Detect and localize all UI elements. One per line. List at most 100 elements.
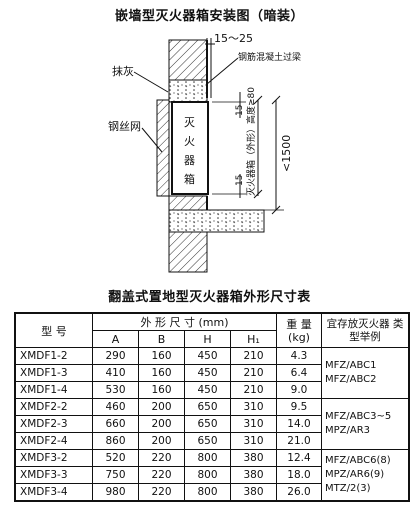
cell-a: 520 xyxy=(92,449,139,467)
cell-weight: 14.0 xyxy=(276,415,322,433)
cell-b: 220 xyxy=(138,466,185,484)
cell-a: 980 xyxy=(92,483,139,502)
cell-b: 160 xyxy=(138,381,185,399)
example-group-3: MFZ/ABC6(8) MPZ/AR6(9) MTZ/2(3) xyxy=(321,449,410,502)
cell-model: XMDF3-2 xyxy=(14,449,93,467)
cell-a: 460 xyxy=(92,398,139,416)
cell-a: 860 xyxy=(92,432,139,450)
col-b: B xyxy=(138,330,185,348)
cell-model: XMDF2-2 xyxy=(14,398,93,416)
mesh-label: 钢丝网 xyxy=(108,120,141,133)
cell-h1: 210 xyxy=(230,364,277,382)
cell-h: 800 xyxy=(184,449,231,467)
cell-h1: 380 xyxy=(230,449,277,467)
cell-weight: 6.4 xyxy=(276,364,322,382)
cell-b: 160 xyxy=(138,364,185,382)
beam-label: 钢筋混凝土过梁 xyxy=(238,51,301,63)
cell-a: 530 xyxy=(92,381,139,399)
cell-a: 750 xyxy=(92,466,139,484)
table-row: XMDF3-2 520 220 800 380 12.4 MFZ/ABC6(8)… xyxy=(14,449,410,502)
box-char-4: 箱 xyxy=(184,172,195,186)
col-example: 宜存放灭火器 类型举例 xyxy=(321,312,410,348)
table-row: XMDF1-2 290 160 450 210 4.3 MFZ/ABC1 MFZ… xyxy=(14,347,410,399)
cell-h1: 210 xyxy=(230,381,277,399)
cell-b: 200 xyxy=(138,415,185,433)
cell-model: XMDF1-4 xyxy=(14,381,93,399)
table-row: XMDF1-3 410 160 450 210 6.4 xyxy=(14,364,409,382)
col-a: A xyxy=(92,330,139,348)
cell-b: 220 xyxy=(138,483,185,502)
table-row: XMDF3-3 750 220 800 380 18.0 xyxy=(14,466,409,484)
cell-b: 160 xyxy=(138,347,185,365)
cell-model: XMDF3-4 xyxy=(14,483,93,502)
dim-1500-label: <1500 xyxy=(280,135,293,172)
cell-weight: 9.5 xyxy=(276,398,322,416)
cell-h1: 310 xyxy=(230,398,277,416)
cell-h: 450 xyxy=(184,364,231,382)
table-row: XMDF2-2 460 200 650 310 9.5 MFZ/ABC3~5 M… xyxy=(14,398,410,450)
cell-model: XMDF1-3 xyxy=(14,364,93,382)
cell-h: 800 xyxy=(184,466,231,484)
cell-h: 450 xyxy=(184,381,231,399)
cell-h: 650 xyxy=(184,415,231,433)
cell-weight: 12.4 xyxy=(276,449,322,467)
dim-15-bottom: 15 xyxy=(235,175,245,186)
example-group-2: MFZ/ABC3~5 MPZ/AR3 xyxy=(321,398,410,450)
cell-h: 800 xyxy=(184,483,231,502)
example-item: MFZ/ABC2 xyxy=(325,374,377,385)
box-char-2: 火 xyxy=(184,135,195,148)
col-h: H xyxy=(184,330,231,348)
example-item: MPZ/AR3 xyxy=(325,425,371,436)
cell-weight: 26.0 xyxy=(276,483,322,502)
cell-a: 410 xyxy=(92,364,139,382)
dim-height-label: 灭火器箱（外形）高度≥80 xyxy=(245,87,257,196)
dim-top-label: 15～25 xyxy=(214,32,253,45)
col-h1: H₁ xyxy=(230,330,277,348)
cell-h: 450 xyxy=(184,347,231,365)
cell-weight: 4.3 xyxy=(276,347,322,365)
cell-a: 290 xyxy=(92,347,139,365)
table-title: 翻盖式置地型灭火器箱外形尺寸表 xyxy=(108,290,311,305)
dim-15-top: 15 xyxy=(235,105,245,116)
cell-model: XMDF2-3 xyxy=(14,415,93,433)
cell-weight: 18.0 xyxy=(276,466,322,484)
cell-b: 200 xyxy=(138,432,185,450)
cell-b: 200 xyxy=(138,398,185,416)
box-char-3: 器 xyxy=(184,154,195,167)
dimensions-table: 型 号 外 形 尺 寸 (mm) 重 量 (kg) 宜存放灭火器 类型举例 A … xyxy=(14,312,410,502)
cell-h: 650 xyxy=(184,398,231,416)
cell-weight: 21.0 xyxy=(276,432,322,450)
cell-model: XMDF1-2 xyxy=(14,347,93,365)
installation-diagram: 灭 火 器 箱 15～25 钢筋混凝土过梁 抹灰 钢丝网 15 15 灭火器箱（… xyxy=(108,32,301,273)
cell-h1: 210 xyxy=(230,347,277,365)
concrete-lintel xyxy=(168,79,208,103)
cell-b: 220 xyxy=(138,449,185,467)
cell-h1: 310 xyxy=(230,415,277,433)
cell-h1: 310 xyxy=(230,432,277,450)
weight-unit: (kg) xyxy=(288,330,310,344)
cell-model: XMDF2-4 xyxy=(14,432,93,450)
example-item: MFZ/ABC1 xyxy=(325,360,377,371)
cell-h: 650 xyxy=(184,432,231,450)
col-weight: 重 量 (kg) xyxy=(276,312,322,348)
example-item: MTZ/2(3) xyxy=(325,483,371,494)
plaster-label: 抹灰 xyxy=(112,64,134,78)
weight-label: 重 量 xyxy=(286,317,312,331)
col-dims: 外 形 尺 寸 (mm) xyxy=(92,312,277,331)
example-group-1: MFZ/ABC1 MFZ/ABC2 xyxy=(321,347,410,399)
table-row: XMDF3-4 980 220 800 380 26.0 xyxy=(14,483,409,502)
floor-slab xyxy=(168,209,265,233)
cell-weight: 9.0 xyxy=(276,381,322,399)
diagram-title: 嵌墙型灭火器箱安装图（暗装） xyxy=(114,9,304,24)
cell-a: 660 xyxy=(92,415,139,433)
box-char-1: 灭 xyxy=(184,116,195,129)
cell-h1: 380 xyxy=(230,483,277,502)
col-model: 型 号 xyxy=(14,312,93,348)
extinguisher-box xyxy=(171,101,209,195)
example-item: MPZ/AR6(9) xyxy=(325,469,385,480)
wall-base xyxy=(168,231,208,273)
wall-left xyxy=(156,99,170,197)
example-item: MFZ/ABC3~5 xyxy=(325,411,392,422)
cell-h1: 380 xyxy=(230,466,277,484)
table-row: XMDF2-4 860 200 650 310 21.0 xyxy=(14,432,409,450)
